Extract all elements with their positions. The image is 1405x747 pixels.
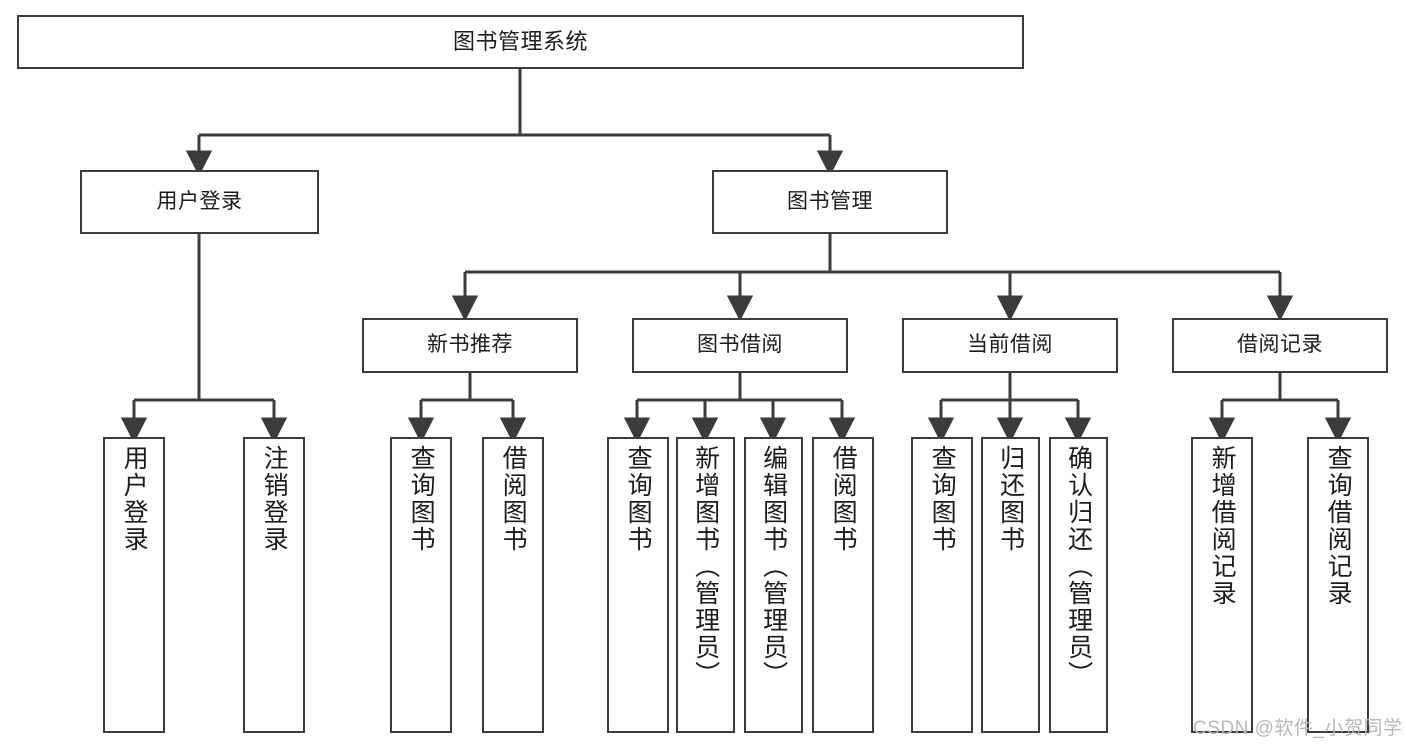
node-borrow-record[interactable]: 借阅记录 — [1172, 318, 1388, 373]
node-current-borrow[interactable]: 当前借阅 — [902, 318, 1118, 373]
node-leaf-query-book-recommend[interactable]: 查询图书 — [390, 437, 452, 733]
node-label: 查询图书 — [407, 445, 436, 553]
node-label: 新增图书（管理员） — [691, 445, 720, 688]
node-new-book-recommend[interactable]: 新书推荐 — [362, 318, 578, 373]
node-label: 用户登录 — [156, 189, 243, 213]
node-leaf-user-login[interactable]: 用户登录 — [103, 437, 165, 733]
node-leaf-return-book[interactable]: 归还图书 — [981, 437, 1040, 733]
node-leaf-confirm-return-admin[interactable]: 确认归还（管理员） — [1049, 437, 1108, 733]
node-leaf-query-borrow-record[interactable]: 查询借阅记录 — [1307, 437, 1369, 733]
node-label: 借阅记录 — [1237, 333, 1323, 357]
node-leaf-query-book-borrow[interactable]: 查询图书 — [607, 437, 669, 733]
node-label: 借阅图书 — [499, 445, 528, 553]
node-label: 用户登录 — [120, 445, 149, 553]
node-label: 图书借阅 — [697, 333, 783, 357]
node-label: 新增借阅记录 — [1208, 445, 1237, 607]
node-label: 图书管理 — [787, 189, 873, 213]
node-book-borrow[interactable]: 图书借阅 — [632, 318, 848, 373]
node-label: 编辑图书（管理员） — [759, 445, 788, 688]
node-label: 注销登录 — [260, 445, 289, 553]
node-root-book-management-system[interactable]: 图书管理系统 — [17, 15, 1024, 69]
node-label: 查询图书 — [928, 445, 957, 553]
node-label: 新书推荐 — [427, 333, 513, 357]
node-label: 借阅图书 — [829, 445, 858, 553]
watermark-text: CSDN @软件_小贺同学 — [1193, 718, 1403, 739]
node-leaf-add-book-admin[interactable]: 新增图书（管理员） — [676, 437, 735, 733]
node-leaf-user-logout[interactable]: 注销登录 — [243, 437, 305, 733]
node-label: 当前借阅 — [967, 333, 1053, 357]
node-leaf-query-book-current[interactable]: 查询图书 — [911, 437, 973, 733]
node-book-management[interactable]: 图书管理 — [712, 170, 948, 234]
node-label: 归还图书 — [996, 445, 1025, 553]
node-leaf-borrow-book-recommend[interactable]: 借阅图书 — [482, 437, 544, 733]
node-leaf-edit-book-admin[interactable]: 编辑图书（管理员） — [744, 437, 803, 733]
node-leaf-borrow-book[interactable]: 借阅图书 — [812, 437, 874, 733]
node-user-login[interactable]: 用户登录 — [80, 170, 319, 234]
node-label: 确认归还（管理员） — [1064, 445, 1093, 688]
node-label: 图书管理系统 — [452, 29, 588, 55]
node-label: 查询借阅记录 — [1324, 445, 1353, 607]
node-leaf-add-borrow-record[interactable]: 新增借阅记录 — [1191, 437, 1253, 733]
node-label: 查询图书 — [624, 445, 653, 553]
